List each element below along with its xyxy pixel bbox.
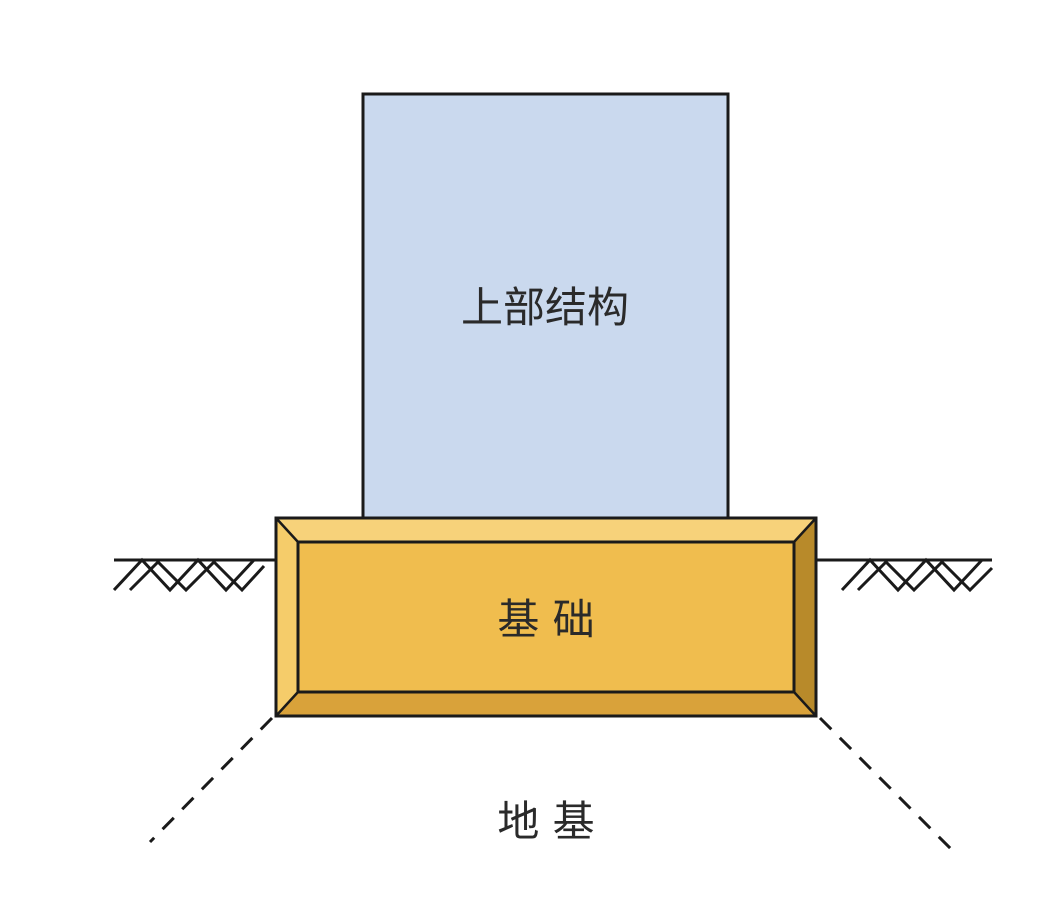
foundation-bevel-right [794, 518, 816, 716]
foundation-bevel-bottom [276, 692, 816, 716]
foundation-block [274, 516, 818, 718]
subgrade-boundary-left [148, 716, 274, 844]
foundation-label: 基 础 [497, 595, 594, 644]
subgrade-boundary-right [818, 716, 954, 852]
ground-surface-right [816, 557, 994, 593]
subgrade-label: 地 基 [497, 797, 594, 846]
ground-surface-left [112, 557, 276, 593]
superstructure-block [361, 92, 730, 520]
superstructure-label: 上部结构 [461, 283, 629, 332]
foundation-bevel-top [276, 518, 816, 542]
foundation-bevel-left [276, 518, 298, 716]
foundation-face [296, 540, 796, 694]
